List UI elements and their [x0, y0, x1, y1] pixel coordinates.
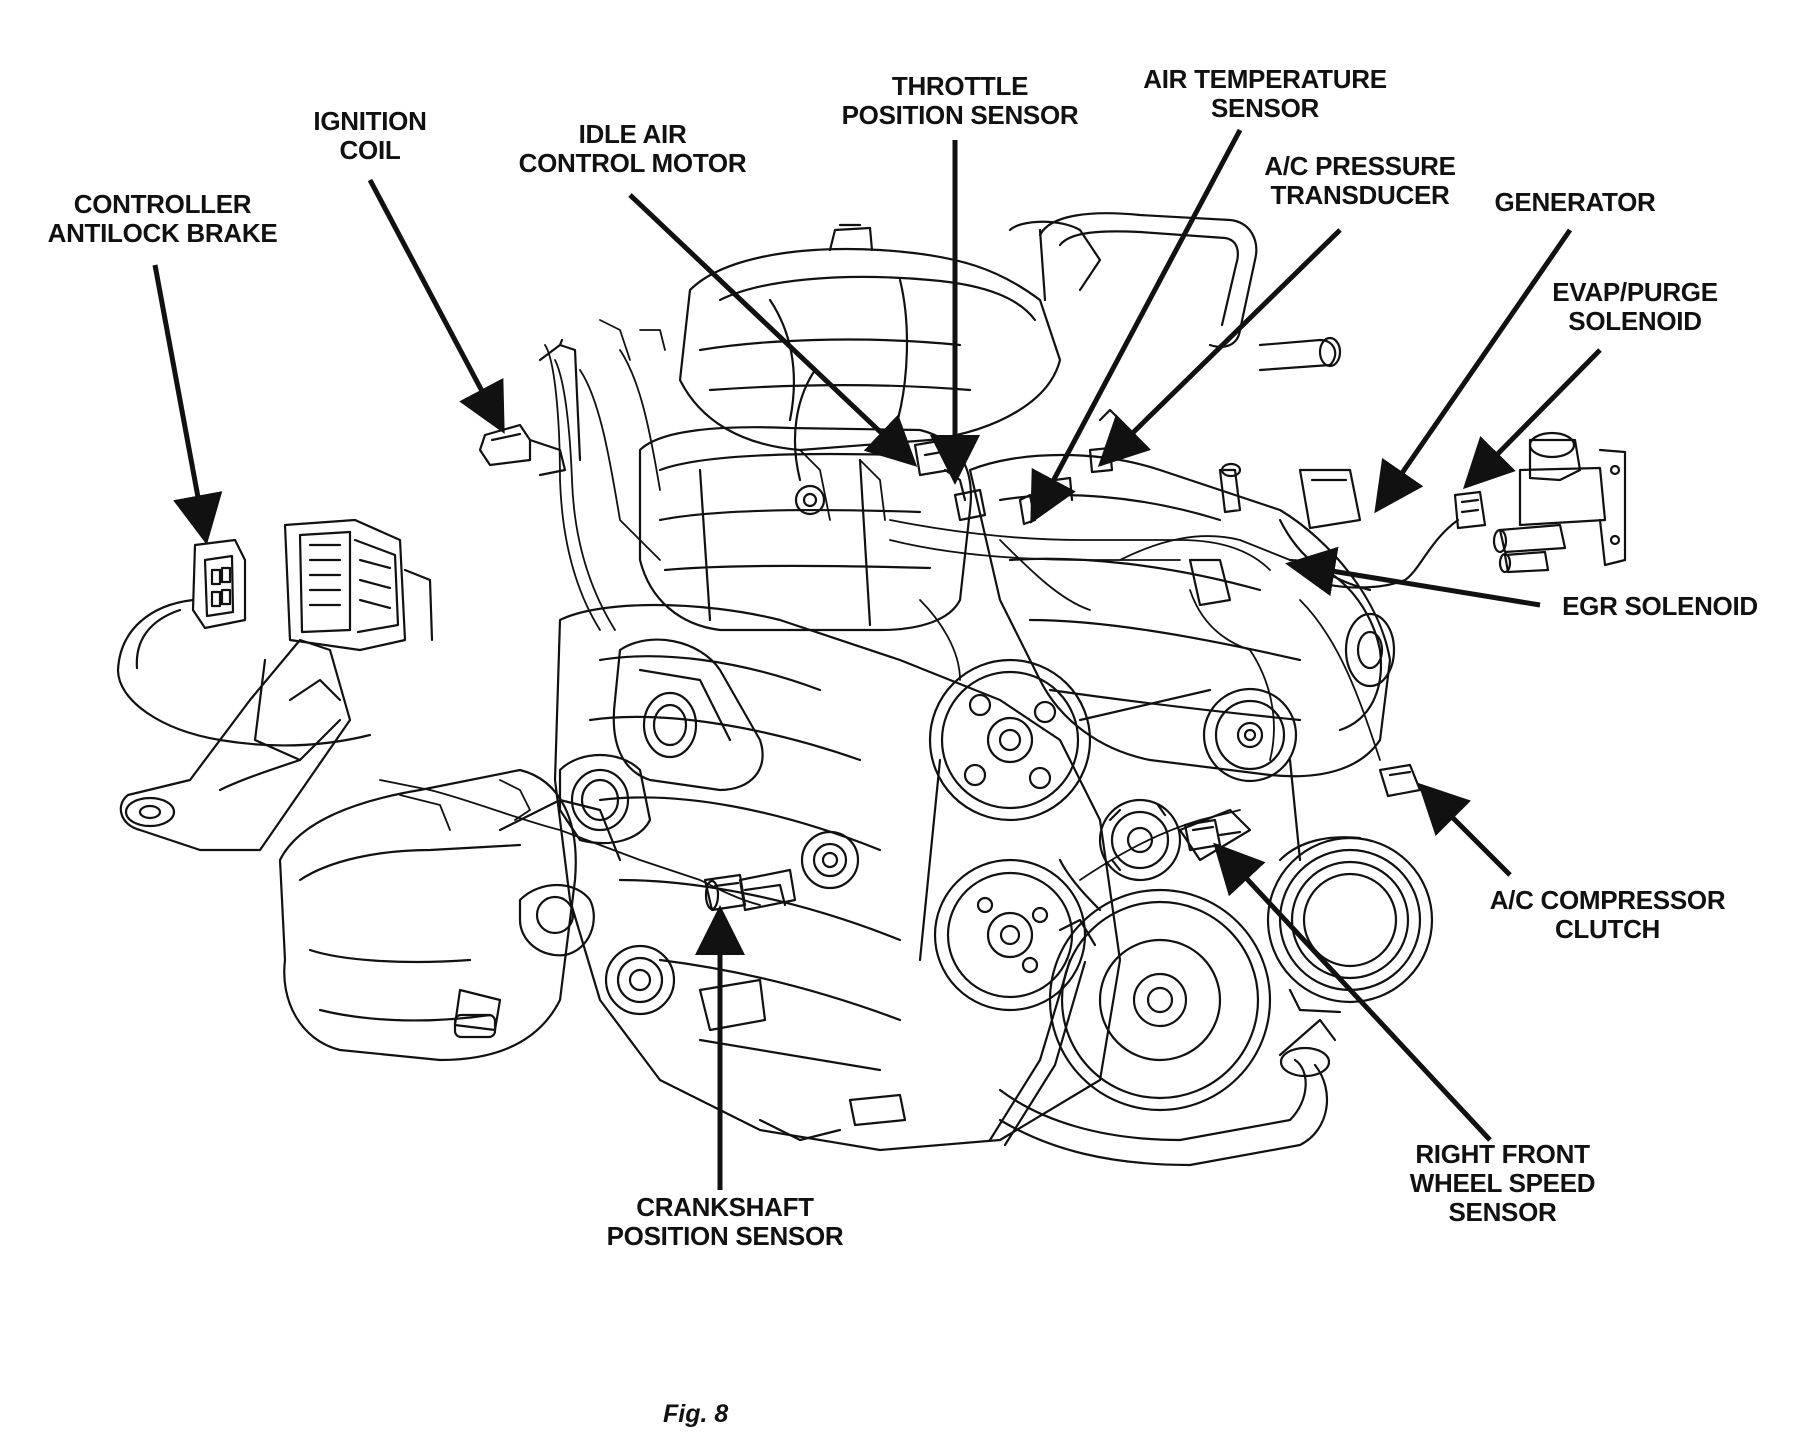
- label-generator: GENERATOR: [1494, 187, 1656, 217]
- belt-tensioner: [1098, 798, 1252, 882]
- wiring-harness: [379, 319, 1381, 906]
- idler-pulley: [1202, 687, 1298, 783]
- leader-controller-antilock-brake: [152, 264, 223, 545]
- leader-lines: [152, 128, 1602, 1190]
- power-steering-pulley: [928, 658, 1092, 822]
- label-throttle-position-sensor: THROTTLE POSITION SENSOR: [841, 71, 1079, 130]
- label-ignition-coil: IGNITION COIL: [313, 106, 427, 165]
- wheel-speed-sensor-part: [1183, 818, 1242, 852]
- label-evap-purge-solenoid: EVAP/PURGE SOLENOID: [1552, 277, 1718, 336]
- leader-egr-solenoid: [1285, 546, 1541, 608]
- label-ac-pressure-transducer: A/C PRESSURE TRANSDUCER: [1264, 151, 1456, 210]
- label-idle-air-control-motor: IDLE AIR CONTROL MOTOR: [518, 119, 747, 178]
- label-air-temperature-sensor: AIR TEMPERATURE SENSOR: [1143, 64, 1387, 123]
- label-egr-solenoid: EGR SOLENOID: [1562, 591, 1758, 621]
- cylinder-head-left: [638, 368, 972, 632]
- intake-manifold: [678, 212, 1342, 452]
- leader-idle-air-control-motor: [628, 193, 918, 467]
- timing-cover: [968, 453, 1396, 778]
- label-controller-antilock-brake: CONTROLLER ANTILOCK BRAKE: [47, 189, 278, 248]
- leader-ignition-coil: [367, 178, 505, 434]
- figure-caption: Fig. 8: [663, 1400, 729, 1428]
- label-ac-compressor-clutch: A/C COMPRESSOR CLUTCH: [1489, 885, 1726, 944]
- ignition-coil-part: [478, 338, 582, 477]
- abs-controller: [116, 518, 434, 747]
- leader-generator: [1374, 228, 1573, 514]
- label-crankshaft-position-sensor: CRANKSHAFT POSITION SENSOR: [606, 1192, 844, 1251]
- coolant-tube: [988, 918, 1337, 1167]
- leader-ac-compressor-clutch: [1417, 782, 1512, 877]
- leader-right-front-wheel-speed-sensor: [1213, 842, 1492, 1142]
- leader-air-temperature-sensor: [1030, 128, 1243, 524]
- leader-evap-purge-solenoid: [1462, 348, 1602, 490]
- engine-block: [553, 603, 1122, 1152]
- label-right-front-wheel-speed-sensor: RIGHT FRONT WHEEL SPEED SENSOR: [1409, 1139, 1596, 1227]
- evap-solenoid: [1308, 431, 1627, 589]
- leader-ac-pressure-transducer: [1097, 228, 1342, 467]
- sensor-parts: [913, 408, 1122, 526]
- ac-compressor: [1266, 763, 1434, 1014]
- serpentine-belt: [918, 688, 1302, 962]
- abs-bracket: [119, 638, 352, 852]
- transaxle-housing: [278, 768, 676, 1062]
- crankshaft-pulley: [1048, 888, 1272, 1112]
- engine-illustration: [116, 212, 1627, 1167]
